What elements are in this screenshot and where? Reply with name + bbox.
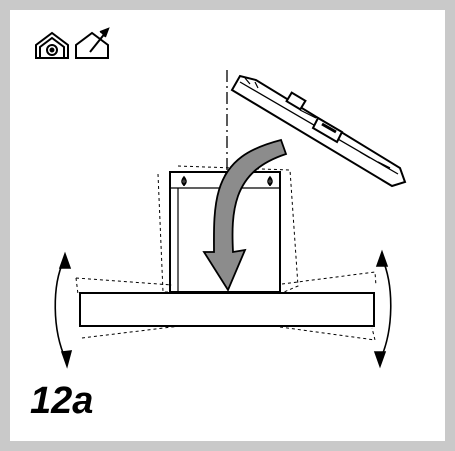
- right-tilt-arrow: [373, 249, 392, 369]
- house-with-gear-icon: [35, 31, 69, 59]
- hood-canopy: [79, 292, 375, 327]
- left-tilt-arrow: [54, 251, 73, 369]
- spirit-level: [230, 74, 407, 188]
- house-with-arrow-icon: [75, 27, 110, 59]
- canopy-tilt-outline: [75, 271, 377, 341]
- rotate-arrow: [202, 138, 288, 292]
- step-number-label: 12a: [30, 380, 94, 422]
